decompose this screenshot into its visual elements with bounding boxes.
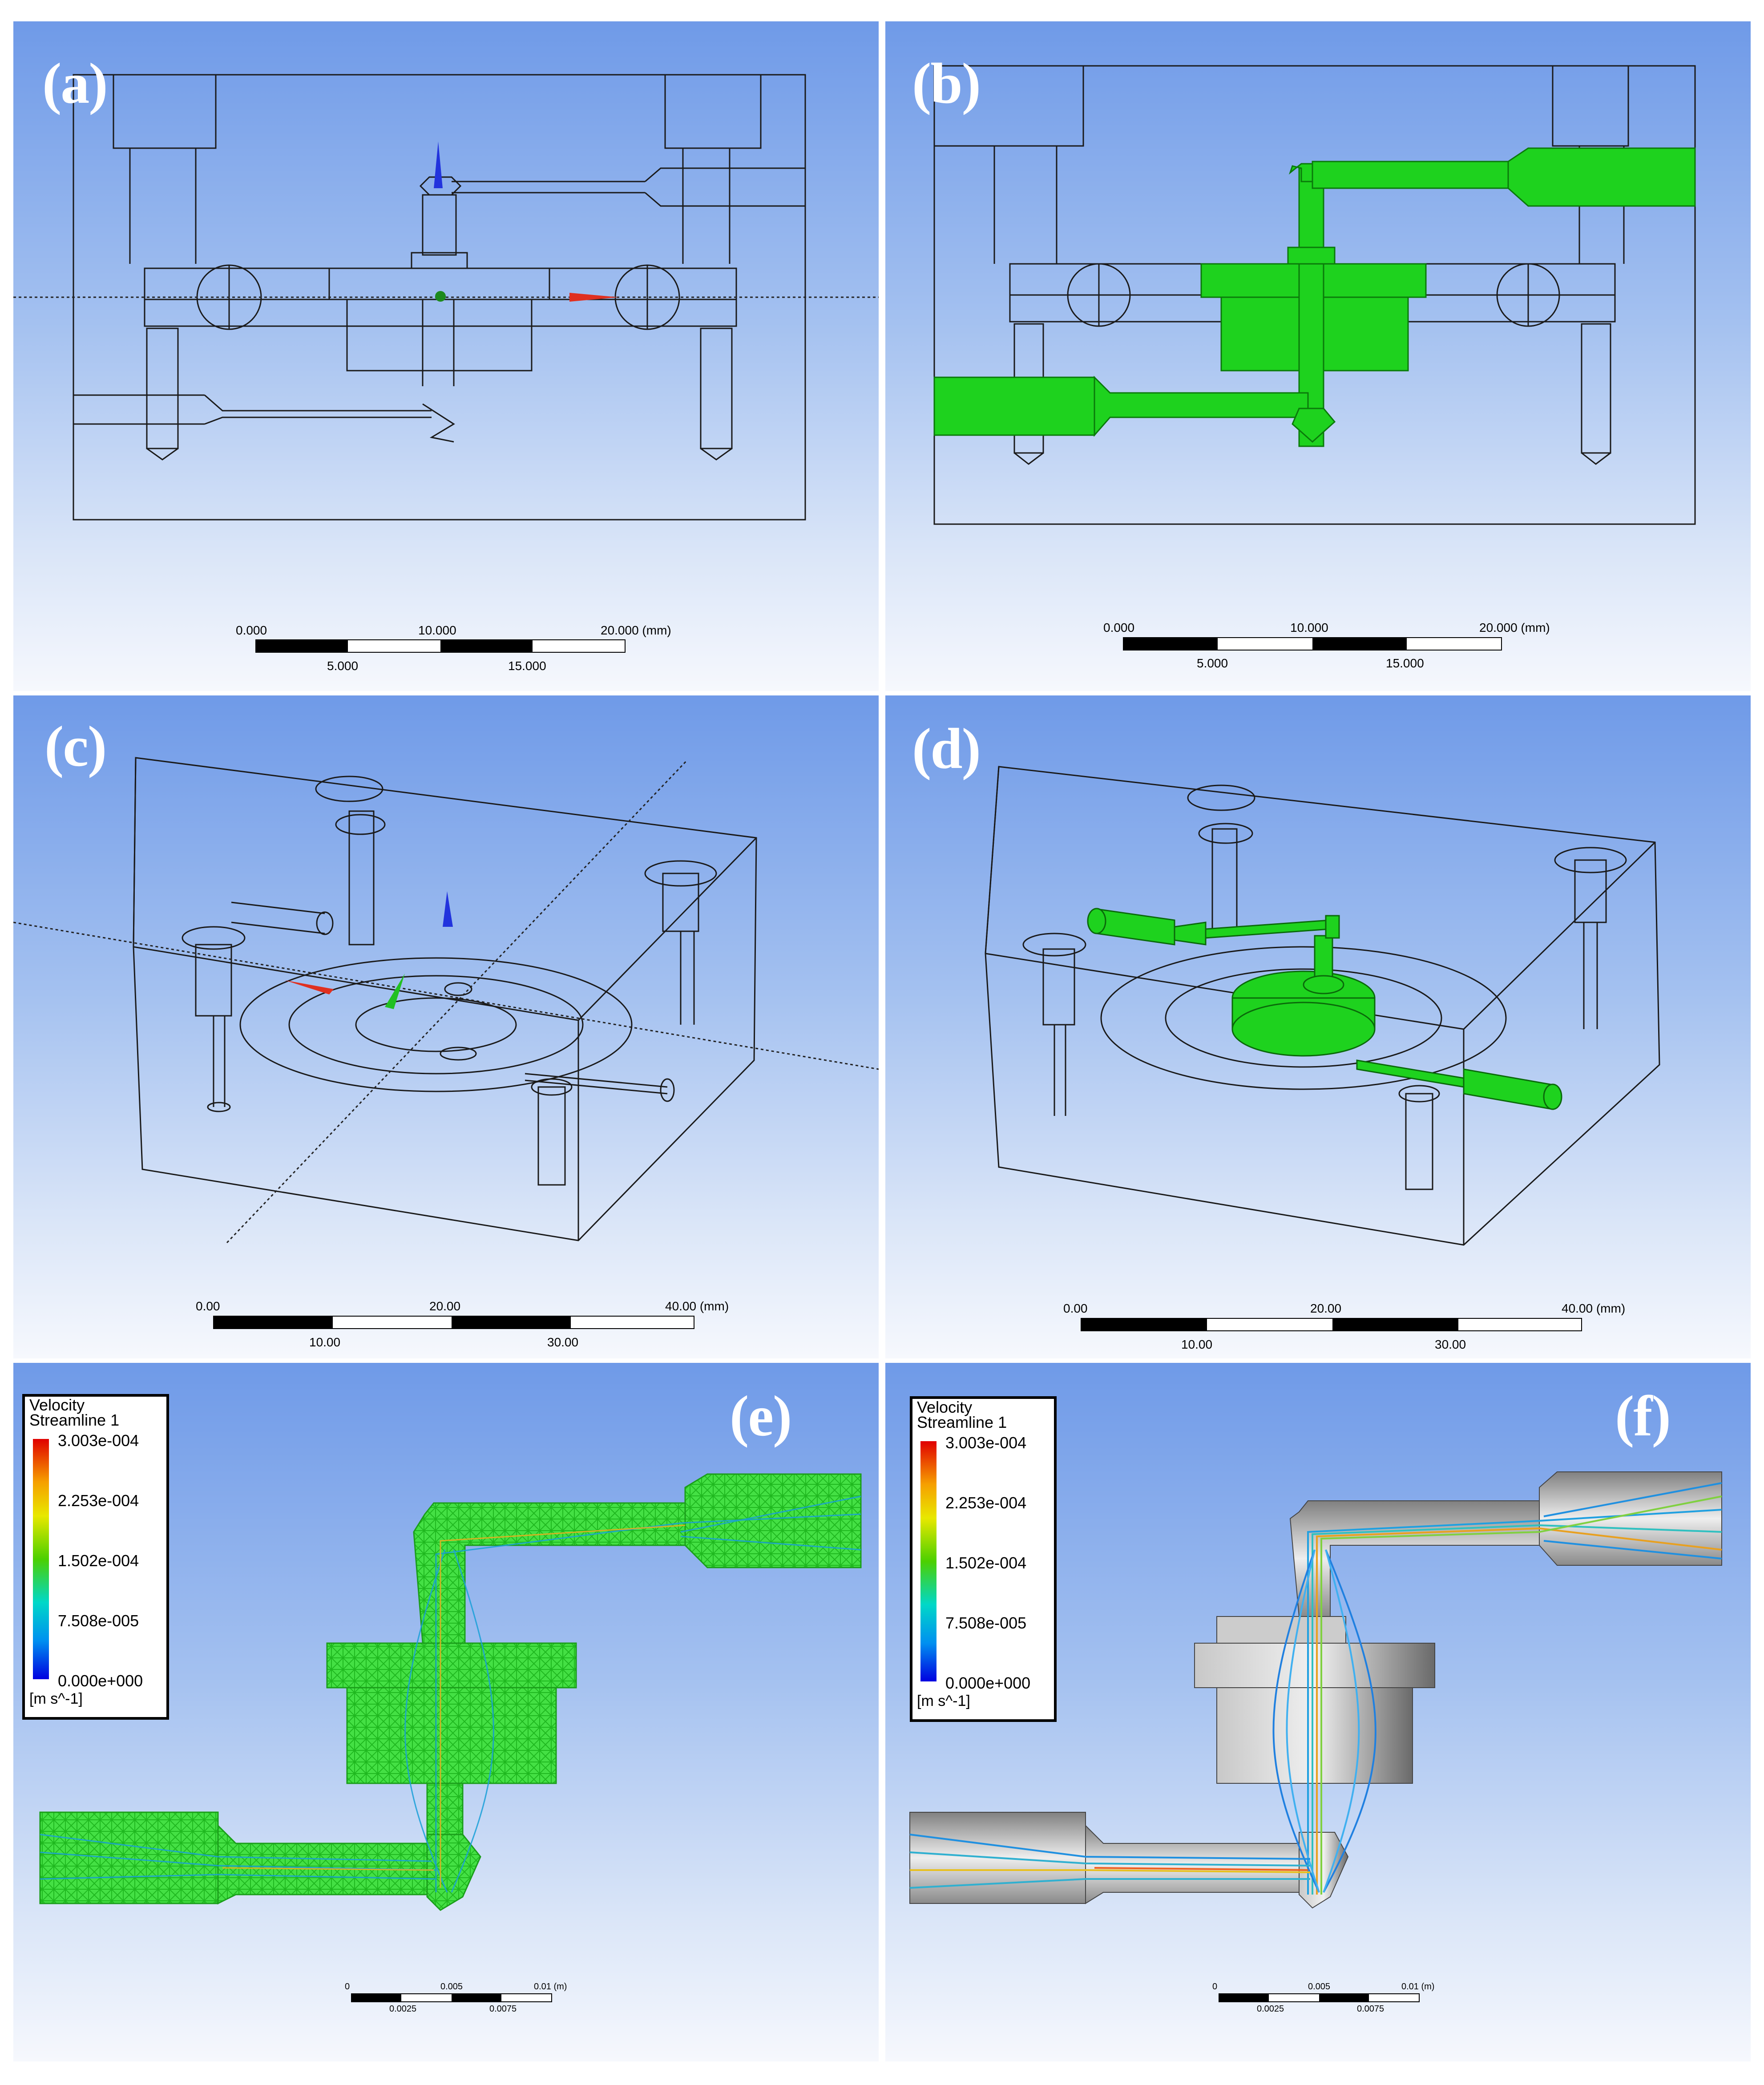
solid-streamline-view: 0 0.005 0.01 (m) 0.0025 0.0075	[909, 1471, 1722, 2014]
panel-label: (b)	[912, 52, 981, 116]
scale-label-40: 40.00 (mm)	[665, 1299, 729, 1313]
scale-label-0: 0.000	[1103, 621, 1134, 634]
panel-b: 0.000 10.000 20.000 (mm) 5.000 15.000 (b…	[885, 21, 1751, 691]
wireframe-front-view: 0.000 10.000 20.000 (mm) 5.000 15.000	[13, 74, 879, 673]
scale-label-10: 10.000	[1290, 621, 1328, 634]
legend-tick-min: 0.000e+000	[58, 1672, 143, 1690]
solid-fluid-front-view: 0.000 10.000 20.000 (mm) 5.000 15.000	[933, 65, 1696, 670]
legend-tick-max: 3.003e-004	[58, 1431, 139, 1450]
colorbar	[33, 1439, 49, 1679]
scale-label-001: 0.01 (m)	[1401, 1982, 1434, 1992]
mesh-streamline-view: 0 0.005 0.01 (m) 0.0025 0.0075	[39, 1473, 862, 2014]
scale-label-5: 5.000	[1197, 656, 1228, 670]
scale-label-0: 0.00	[1063, 1301, 1088, 1315]
scale-label-0: 0	[345, 1982, 350, 1992]
scale-label-10: 10.00	[309, 1335, 340, 1349]
panel-label: (d)	[912, 717, 981, 781]
panel-label: (c)	[44, 715, 107, 779]
scale-label-0: 0.00	[196, 1299, 220, 1313]
scale-label-00025: 0.0025	[389, 2004, 416, 2014]
scale-label-20: 20.00	[429, 1299, 460, 1313]
scale-label-40: 40.00 (mm)	[1562, 1301, 1625, 1315]
scale-label-5: 5.000	[327, 659, 358, 673]
scale-label-15: 15.000	[1386, 656, 1424, 670]
legend-unit: [m s^-1]	[917, 1693, 970, 1709]
legend-tick-3: 1.502e-004	[945, 1554, 1027, 1572]
scale-label-001: 0.01 (m)	[534, 1982, 567, 1992]
legend-unit: [m s^-1]	[29, 1690, 83, 1707]
legend-tick-2: 2.253e-004	[945, 1494, 1027, 1512]
scale-label-00075: 0.0075	[1357, 2004, 1384, 2014]
scale-label-20: 20.000 (mm)	[1479, 621, 1550, 634]
scale-bar	[1081, 1318, 1582, 1331]
scale-label-20: 20.000 (mm)	[601, 623, 671, 637]
solid-isometric-view: 0.00 20.00 40.00 (mm) 10.00 30.00	[985, 766, 1660, 1351]
panel-label: (f)	[1615, 1384, 1671, 1448]
scale-bar	[1219, 1993, 1420, 2002]
panel-d: 0.00 20.00 40.00 (mm) 10.00 30.00 (d)	[885, 695, 1751, 1358]
scale-label-00025: 0.0025	[1257, 2004, 1284, 2014]
scale-label-00075: 0.0075	[489, 2004, 517, 2014]
wireframe-isometric-view: 0.00 20.00 40.00 (mm) 10.00 30.00	[13, 757, 879, 1349]
scale-label-30: 30.00	[547, 1335, 578, 1349]
scale-bar	[1123, 637, 1502, 651]
legend-tick-4: 7.508e-005	[945, 1614, 1027, 1632]
scale-label-10: 10.00	[1181, 1337, 1212, 1351]
legend-tick-2: 2.253e-004	[58, 1491, 139, 1510]
legend-tick-max: 3.003e-004	[945, 1434, 1027, 1452]
scale-label-0: 0	[1212, 1982, 1217, 1992]
scale-label-10: 10.000	[418, 623, 456, 637]
legend-tick-3: 1.502e-004	[58, 1552, 139, 1570]
panel-label: (a)	[42, 52, 108, 116]
scale-label-15: 15.000	[508, 659, 546, 673]
colorbar	[920, 1441, 936, 1681]
panel-a: 0.000 10.000 20.000 (mm) 5.000 15.000 (a…	[13, 21, 879, 691]
scale-bar	[351, 1993, 552, 2002]
scale-label-20: 20.00	[1310, 1301, 1341, 1315]
panel-label: (e)	[730, 1384, 792, 1448]
scale-bar	[213, 1316, 694, 1329]
legend-tick-4: 7.508e-005	[58, 1612, 139, 1630]
scale-bar	[255, 639, 626, 653]
legend-tick-min: 0.000e+000	[945, 1674, 1031, 1692]
panel-c: 0.00 20.00 40.00 (mm) 10.00 30.00 (c)	[13, 695, 879, 1358]
scale-label-005: 0.005	[1308, 1982, 1330, 1992]
scale-label-0: 0.000	[236, 623, 267, 637]
scale-label-30: 30.00	[1435, 1337, 1466, 1351]
scale-label-005: 0.005	[440, 1982, 463, 1992]
